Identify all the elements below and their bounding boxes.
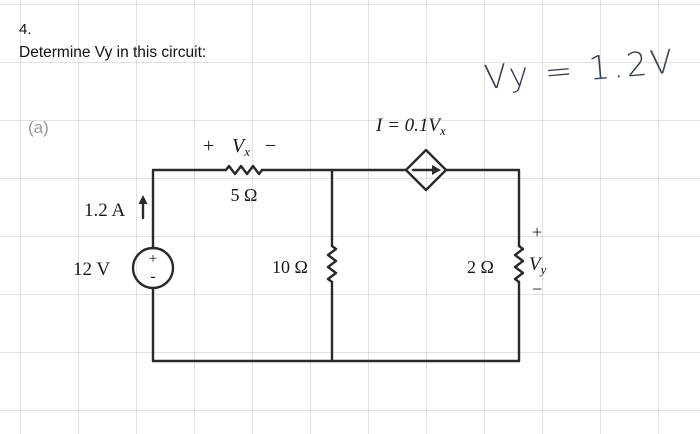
vx-plus: + <box>203 135 214 157</box>
resistor-5-zigzag <box>224 164 264 176</box>
part-label: (a) <box>28 118 49 137</box>
vy-minus: − <box>532 279 542 299</box>
resistor-10-zigzag <box>326 244 338 284</box>
resistor-10-label: 10 Ω <box>272 257 308 277</box>
voltage-source-circle <box>131 246 175 290</box>
current-source-label: 1.2 A <box>84 200 125 221</box>
question-number: 4. <box>19 21 32 38</box>
resistor-2-label: 2 Ω <box>467 257 494 277</box>
current-arrow-head <box>138 195 148 204</box>
dependent-source-label: I = 0.1Vx <box>375 115 446 138</box>
voltage-source-minus: - <box>150 268 155 285</box>
vy-subscript: y <box>539 262 547 277</box>
vy-symbol: V <box>529 254 543 275</box>
resistor-2-zigzag <box>513 244 525 284</box>
vy-label: Vy <box>529 254 547 277</box>
voltage-source-label: 12 V <box>73 259 110 280</box>
dependent-source-arrow-head <box>432 165 441 175</box>
vy-plus: + <box>532 222 542 242</box>
vx-label: Vx <box>232 135 250 159</box>
question-prompt: Determine Vy in this circuit: <box>19 44 207 61</box>
voltage-source-plus: + <box>149 251 157 267</box>
vx-minus: − <box>265 135 276 157</box>
dependent-source-subscript: x <box>439 123 446 138</box>
vx-symbol: V <box>232 135 247 157</box>
resistor-5-label: 5 Ω <box>231 185 258 205</box>
dependent-source-expression: I = 0.1V <box>375 115 442 136</box>
vx-subscript: x <box>243 144 250 159</box>
dependent-source-diamond <box>404 148 448 192</box>
